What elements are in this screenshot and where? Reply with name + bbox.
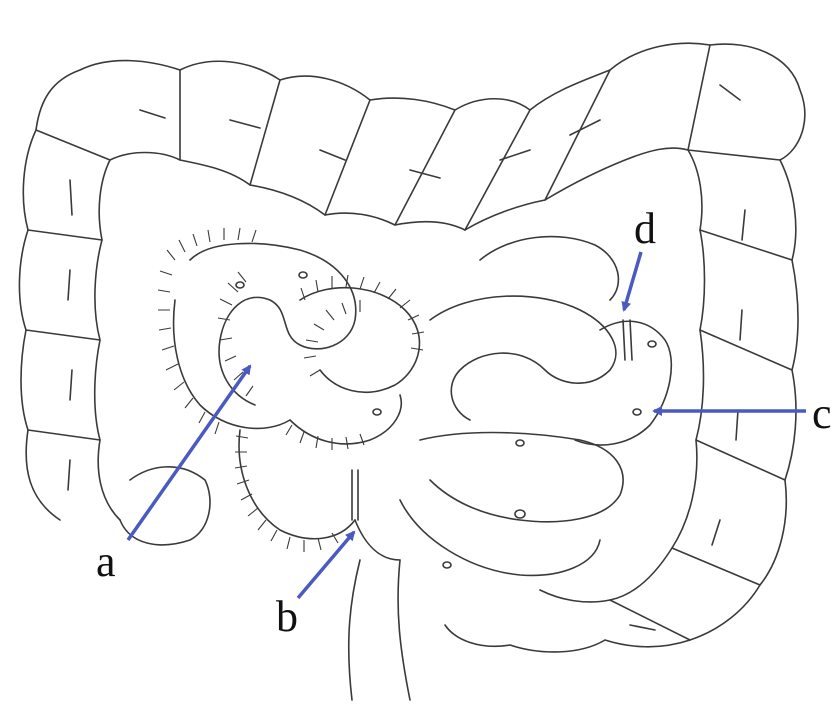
loop-spots (236, 272, 656, 568)
label-b: b (276, 595, 298, 639)
arrow-a (128, 366, 250, 540)
colon (19, 43, 804, 700)
rectum (349, 560, 410, 700)
small-intestine (174, 237, 672, 576)
hatch-band-6 (286, 425, 364, 450)
hatch-band-4 (304, 300, 360, 376)
ileum-loop-1 (430, 296, 616, 420)
arrow-d (624, 252, 641, 310)
ileum-loop-5 (400, 500, 600, 575)
label-c: c (812, 392, 832, 436)
jejunum-loop-5 (239, 430, 355, 539)
haustra-dividers (26, 45, 792, 640)
hatch-band-2 (218, 272, 253, 396)
marker-lines-d (623, 320, 632, 360)
ileum-loop-2 (480, 237, 618, 300)
label-d: d (634, 207, 656, 251)
ileum-terminal (355, 520, 400, 560)
jejunum-loop-4 (290, 395, 401, 444)
hatch-band-3 (301, 275, 424, 350)
marker-lines-b (352, 470, 358, 520)
ileum-loop-3 (575, 321, 671, 445)
taeniae-marks (68, 85, 745, 630)
arrow-b (298, 532, 354, 598)
hatch-band-1 (158, 228, 256, 434)
label-a: a (96, 540, 116, 584)
jejunum-loop-2 (174, 300, 290, 428)
colon-outer-contour (19, 43, 804, 652)
